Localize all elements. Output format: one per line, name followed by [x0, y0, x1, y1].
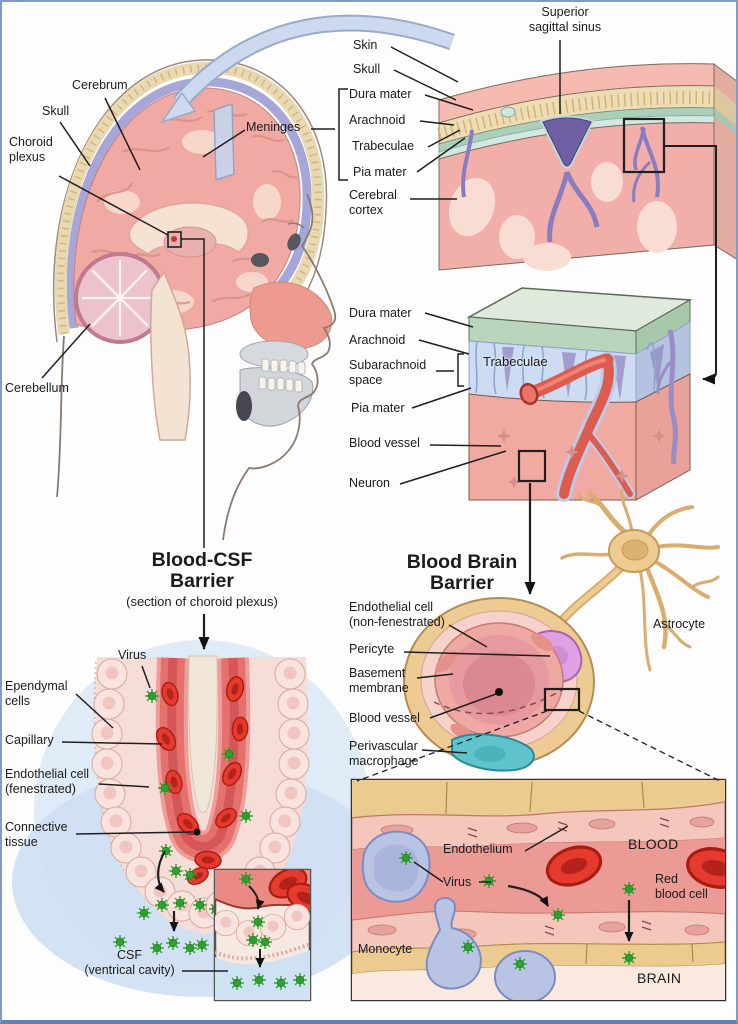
- teeth: [258, 358, 306, 393]
- label-superior-sagittal-sinus: Superior sagittal sinus: [528, 5, 602, 35]
- label-csf-cavity: CSF (ventrical cavity): [84, 948, 175, 978]
- blood-vessel-branch: [522, 352, 635, 502]
- title-blood-brain-barrier: Blood Brain Barrier: [406, 551, 518, 595]
- label-astrocyte: Astrocyte: [653, 617, 706, 631]
- label-skin: Skin: [353, 38, 378, 52]
- label-cerebellum: Cerebellum: [5, 381, 69, 395]
- superior-sagittal-sinus-shape: [542, 117, 592, 167]
- label-subarachnoid-space: Subarachnoid space: [349, 358, 427, 388]
- label-choroid-plexus: Choroid plexus: [9, 135, 53, 165]
- label-dura-mater-2: Dura mater: [349, 306, 412, 320]
- label-monocyte: Monocyte: [358, 942, 413, 956]
- meninges-block-illustration: [437, 63, 736, 271]
- title-blood-csf-barrier: Blood-CSF Barrier: [151, 549, 253, 593]
- label-neuron: Neuron: [349, 476, 390, 490]
- bbb-vessel-illustration: [403, 597, 595, 772]
- monocyte-2: [425, 897, 482, 990]
- cortical-veins: [461, 126, 660, 243]
- monocyte-3: [494, 950, 556, 1000]
- label-connective-tissue: Connective tissue: [5, 820, 68, 850]
- pial-vein: [656, 329, 678, 465]
- brainstem: [150, 270, 191, 441]
- label-arachnoid-1: Arachnoid: [349, 113, 406, 127]
- label-pia-mater-1: Pia mater: [353, 165, 407, 179]
- label-endothelial-nonfenestrated: Endothelial cell (non-fenestrated): [349, 600, 445, 630]
- label-cerebral-cortex: Cerebral cortex: [349, 188, 397, 218]
- label-blood-vessel-block: Blood vessel: [349, 436, 420, 450]
- bbb-inset-illustration: [350, 778, 727, 1002]
- label-endothelial-fenestrated: Endothelial cell (fenestrated): [5, 767, 90, 797]
- label-skull-block: Skull: [353, 62, 381, 76]
- label-pericyte: Pericyte: [349, 642, 395, 656]
- label-cerebrum: Cerebrum: [72, 78, 128, 92]
- label-endothelium: Endothelium: [443, 842, 513, 856]
- nasal-cavity: [249, 281, 333, 350]
- label-virus-inset: Virus: [443, 875, 472, 889]
- label-basement-membrane: Basement membrane: [349, 666, 409, 696]
- face-profile: [222, 193, 337, 541]
- astrocyte-nucleus: [621, 539, 649, 561]
- label-meninges: Meninges: [246, 120, 301, 134]
- connective-tissue-core: [188, 655, 218, 814]
- subtitle-blood-csf: (section of choroid plexus): [126, 594, 278, 609]
- label-trabeculae-1: Trabeculae: [352, 139, 415, 153]
- label-perivascular-macrophage: Perivascular macrophage: [349, 739, 419, 769]
- choroid-plexus-spot: [171, 236, 177, 242]
- cut-plane-wedge: [213, 102, 235, 182]
- label-ependymal-cells: Ependymal cells: [5, 679, 68, 709]
- label-dura-mater-1: Dura mater: [349, 87, 412, 101]
- label-pia-mater-2: Pia mater: [351, 401, 405, 415]
- subarachnoid-block-illustration: [466, 287, 693, 502]
- label-trabeculae-2: Trabeculae: [483, 354, 548, 369]
- label-blood: BLOOD: [628, 836, 679, 852]
- neuron-marks: [497, 429, 666, 488]
- mandible: [239, 367, 314, 427]
- csf-inset-illustration: [213, 868, 312, 1002]
- label-brain: BRAIN: [637, 970, 682, 986]
- leader-lines: [41, 40, 721, 972]
- choroid-plexus-illustration: [12, 640, 392, 997]
- astrocyte-illustration: [554, 488, 720, 672]
- label-red-blood-cell: Red blood cell: [655, 872, 708, 902]
- label-capillary: Capillary: [5, 733, 54, 747]
- label-virus-csf: Virus: [118, 648, 147, 662]
- head-illustration: [52, 59, 337, 541]
- label-skull-head: Skull: [42, 104, 70, 118]
- label-arachnoid-2: Arachnoid: [349, 333, 406, 347]
- label-blood-vessel-bbb: Blood vessel: [349, 711, 420, 725]
- curved-arrow: [160, 14, 455, 124]
